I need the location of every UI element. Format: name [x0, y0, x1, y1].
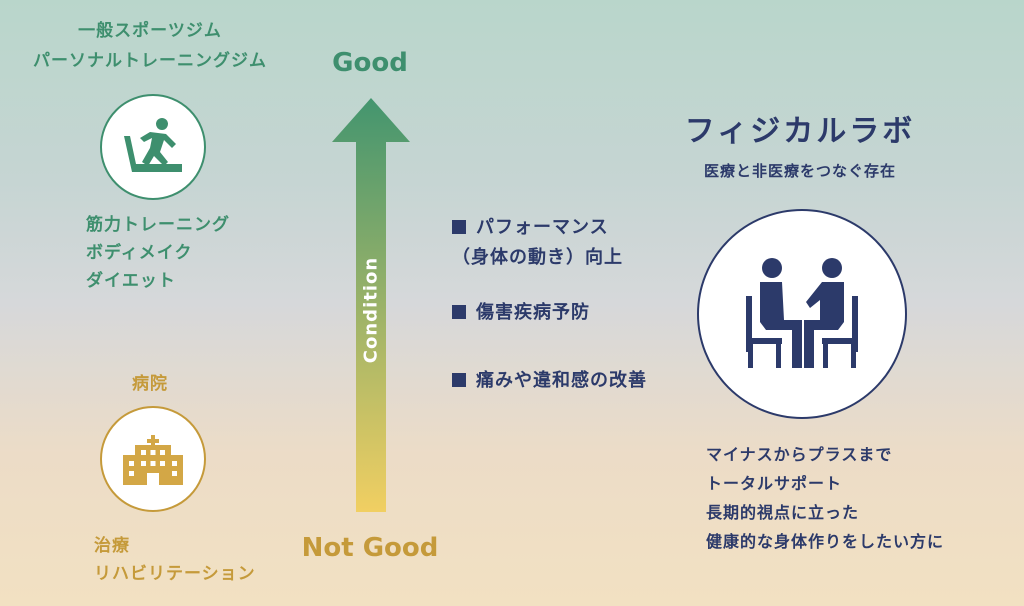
- benefit-text-line2: （身体の動き）向上: [452, 247, 623, 268]
- hospital-item: 治療: [94, 536, 130, 556]
- gym-icon-circle: [100, 94, 206, 200]
- axis-arrow-label: Condition: [360, 256, 382, 364]
- lab-subtitle: 医療と非医療をつなぐ存在: [703, 162, 896, 180]
- lab-line: マイナスからプラスまで: [706, 445, 893, 464]
- benefit-text: 痛みや違和感の改善: [476, 370, 647, 391]
- benefit-text: 傷害疾病予防: [476, 302, 590, 323]
- bullet-square: [452, 373, 466, 387]
- benefit-item-3: 痛みや違和感の改善: [452, 366, 647, 396]
- bullet-square: [452, 305, 466, 319]
- hospital-heading: 病院: [132, 374, 168, 394]
- lab-description: マイナスからプラスまで トータルサポート 長期的視点に立った 健康的な身体作りを…: [706, 440, 944, 556]
- hospital-item: リハビリテーション: [94, 564, 256, 584]
- axis-bottom-label: Not Good: [301, 533, 439, 563]
- bullet-square: [452, 220, 466, 234]
- gym-heading: 一般スポーツジム パーソナルトレーニングジム: [0, 16, 300, 76]
- lab-title: フィジカルラボ: [684, 114, 916, 149]
- gym-item: ボディメイク: [86, 243, 193, 263]
- gym-heading-line2: パーソナルトレーニングジム: [33, 51, 267, 71]
- benefit-item-2: 傷害疾病予防: [452, 298, 590, 328]
- gym-item: ダイエット: [86, 271, 176, 291]
- axis-top-label: Good: [332, 48, 408, 78]
- hospital-items: 治療 リハビリテーション: [94, 532, 256, 588]
- benefit-item-1: パフォーマンス （身体の動き）向上: [452, 213, 623, 273]
- treadmill-icon: [124, 118, 182, 172]
- consultation-icon: [746, 258, 858, 368]
- gym-item: 筋力トレーニング: [86, 215, 230, 235]
- hospital-icon-circle: [100, 406, 206, 512]
- lab-line: 長期的視点に立った: [706, 503, 860, 522]
- condition-arrow: [332, 98, 410, 512]
- lab-line: トータルサポート: [706, 474, 843, 493]
- benefit-text: パフォーマンス: [476, 217, 609, 238]
- hospital-building-icon: [123, 435, 183, 485]
- gym-items: 筋力トレーニング ボディメイク ダイエット: [86, 211, 230, 295]
- lab-line: 健康的な身体作りをしたい方に: [706, 532, 945, 551]
- gym-heading-line1: 一般スポーツジム: [78, 21, 222, 41]
- lab-icon-circle: [697, 209, 907, 419]
